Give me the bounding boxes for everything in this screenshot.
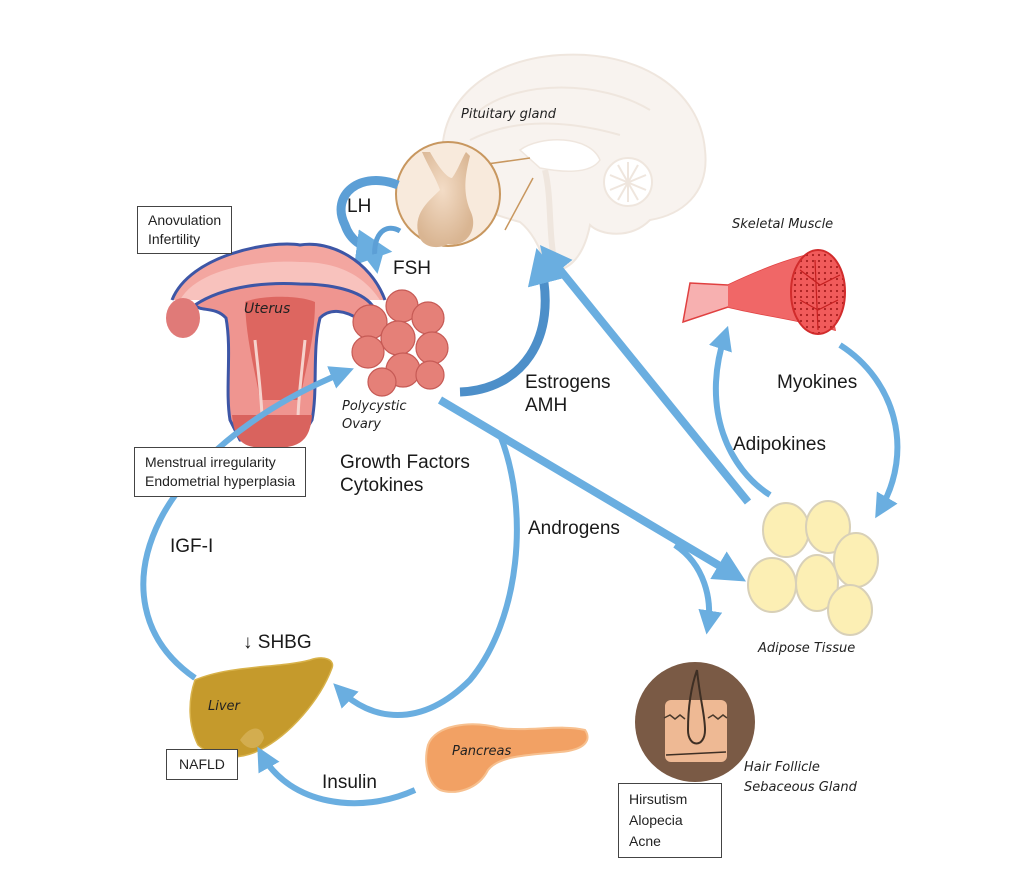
hair-follicle-label-line1: Hair Follicle xyxy=(744,760,820,775)
skeletal-muscle-label: Skeletal Muscle xyxy=(732,217,834,232)
anovulation-box: Anovulation Infertility xyxy=(137,206,233,254)
nafld-box-line: NAFLD xyxy=(179,756,225,772)
ovary-label: Polycystic Ovary xyxy=(342,398,407,434)
anovulation-box-line: Infertility xyxy=(148,231,201,247)
adipose-tissue-label: Adipose Tissue xyxy=(758,641,856,656)
anovulation-box-line: Anovulation xyxy=(148,212,222,228)
shbg-label: ↓ SHBG xyxy=(243,632,312,653)
fsh-label: FSH xyxy=(393,258,431,279)
igf-arrow xyxy=(140,366,354,681)
polycystic-ovary-illustration xyxy=(351,289,449,397)
amh-label: AMH xyxy=(525,395,568,416)
adipose-to-brain-arrow xyxy=(539,245,752,505)
lh-label: LH xyxy=(347,196,372,217)
estrogens-amh-arrow xyxy=(459,248,563,397)
brain-illustration xyxy=(441,53,707,272)
androgens-label: Androgens xyxy=(528,518,620,539)
hirsutism-box-line: Acne xyxy=(629,833,661,849)
myokines-label: Myokines xyxy=(777,372,858,393)
menstrual-box-line: Menstrual irregularity xyxy=(145,454,276,470)
igf-label: IGF-I xyxy=(170,536,214,557)
adipokines-arrow xyxy=(709,325,772,498)
skeletal-muscle-illustration xyxy=(682,249,846,335)
pituitary-gland-label: Pituitary gland xyxy=(461,107,556,122)
androgens-to-liver-arrow xyxy=(333,433,520,718)
hirsutism-box-line: Hirsutism xyxy=(629,791,688,807)
ovary-label-line1: Polycystic xyxy=(342,399,407,414)
hair-follicle-label-line2: Sebaceous Gland xyxy=(744,780,857,795)
estrogens-label: Estrogens xyxy=(525,372,611,393)
insulin-label: Insulin xyxy=(322,772,377,793)
pancreas-label: Pancreas xyxy=(452,744,512,759)
liver-label: Liver xyxy=(208,699,240,714)
adipose-tissue-illustration xyxy=(747,500,879,636)
fsh-arrow xyxy=(363,225,402,274)
lh-arrow xyxy=(336,176,400,266)
menstrual-box-line: Endometrial hyperplasia xyxy=(145,473,296,489)
menstrual-box: Menstrual irregularity Endometrial hyper… xyxy=(134,447,307,497)
growth-factors-label: Growth Factors xyxy=(340,452,470,473)
hair-follicle-illustration xyxy=(635,662,755,782)
hair-follicle-label: Hair Follicle Sebaceous Gland xyxy=(744,758,857,798)
myokines-arrow xyxy=(838,342,901,519)
androgens-arrow xyxy=(673,542,723,635)
hirsutism-box: Hirsutism Alopecia Acne xyxy=(618,783,722,858)
ovary-label-line2: Ovary xyxy=(342,417,381,432)
nafld-box: NAFLD xyxy=(166,749,238,780)
ovary-to-adipose-arrow xyxy=(437,396,747,582)
pituitary-gland-illustration xyxy=(395,141,501,248)
cytokines-label: Cytokines xyxy=(340,475,424,496)
pituitary-leader-line xyxy=(504,177,534,231)
insulin-arrow xyxy=(257,746,417,807)
adipokines-label: Adipokines xyxy=(733,434,826,455)
liver-illustration xyxy=(189,657,334,758)
pancreas-illustration xyxy=(425,723,589,793)
hirsutism-box-line: Alopecia xyxy=(629,812,683,828)
uterus-label: Uterus xyxy=(244,301,291,317)
